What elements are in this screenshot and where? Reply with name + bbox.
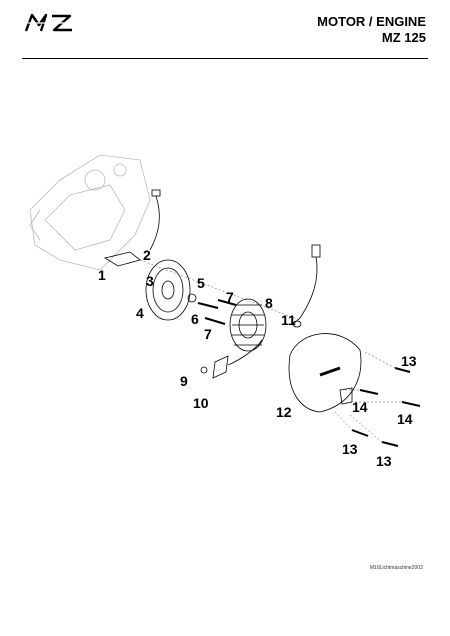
callout-12: 12	[276, 404, 292, 420]
callout-14a: 14	[352, 399, 368, 415]
callout-13a: 13	[401, 353, 417, 369]
mz-logo	[24, 13, 74, 32]
callout-14b: 14	[397, 411, 413, 427]
callout-7a: 7	[226, 289, 234, 305]
sensor-connector	[151, 189, 161, 197]
header-divider	[22, 58, 428, 59]
callout-7b: 7	[204, 326, 212, 342]
bolt-6	[197, 302, 219, 309]
cover-bolt-14b	[401, 401, 421, 407]
stator-wire	[291, 256, 318, 326]
model-name: MZ 125	[381, 30, 426, 45]
header-title-block: MOTOR / ENGINE MZ 125	[317, 14, 426, 46]
bolt-7a	[217, 299, 237, 306]
callout-8: 8	[265, 295, 273, 311]
cover-bolt-13a	[394, 367, 411, 373]
rotor-flywheel	[145, 259, 191, 321]
callout-11: 11	[281, 312, 296, 328]
callout-9: 9	[180, 373, 188, 389]
callout-3: 3	[146, 273, 154, 289]
cover-bolt-14a	[359, 389, 379, 395]
stator	[229, 298, 267, 352]
sensor-wire	[149, 195, 160, 251]
page-title: MOTOR / ENGINE	[317, 14, 426, 29]
callout-2: 2	[143, 247, 151, 263]
cover-bolt-13c	[381, 441, 399, 447]
exploded-view-drawing	[29, 154, 421, 447]
engine-block-outline	[29, 154, 151, 271]
pickup-plate	[212, 355, 229, 379]
callout-4: 4	[136, 305, 144, 321]
washer	[187, 293, 197, 303]
cover-logo	[319, 366, 341, 377]
callout-10: 10	[193, 395, 209, 411]
grommet	[292, 320, 302, 328]
callout-5: 5	[197, 275, 205, 291]
callout-1: 1	[98, 267, 106, 283]
stator-connector	[311, 244, 321, 258]
callout-6: 6	[191, 311, 199, 327]
bolt-7b	[204, 317, 226, 325]
crankshaft-end	[103, 251, 141, 267]
callout-13b: 13	[342, 441, 358, 457]
cover-bolt-13b	[351, 429, 369, 437]
drawing-code: M16Lichtmaschine2003	[370, 565, 423, 571]
generator-cover	[288, 333, 362, 413]
screw-9	[200, 366, 208, 374]
callout-13c: 13	[376, 453, 392, 469]
